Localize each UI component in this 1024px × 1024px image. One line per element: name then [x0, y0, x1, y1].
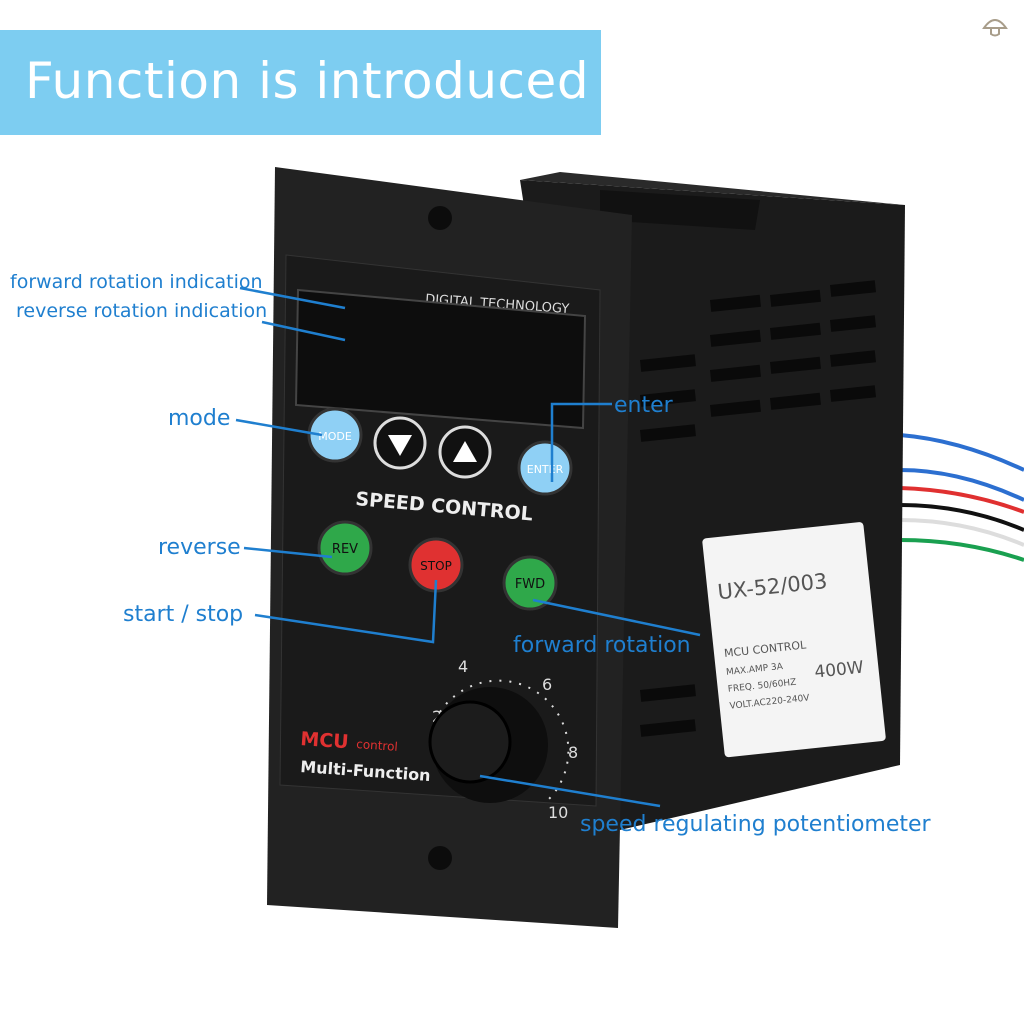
mode-button[interactable]: MODE — [307, 407, 363, 463]
annotation-lines — [235, 286, 701, 808]
svg-text:MODE: MODE — [318, 430, 352, 443]
annotation-mode: mode — [168, 406, 230, 431]
product-label: UX-52/003 MCU CONTROL MAX.AMP 3A FREQ. 5… — [702, 522, 886, 758]
mushroom-logo-icon — [982, 19, 1008, 37]
brand-mcu: MCU — [300, 728, 350, 753]
annotation-forward-rotation: forward rotation — [513, 633, 691, 658]
down-button[interactable] — [373, 416, 427, 470]
led-display — [294, 288, 587, 430]
stop-button[interactable]: STOP — [408, 537, 464, 593]
triangle-up-icon — [453, 441, 477, 462]
svg-text:4: 4 — [458, 657, 468, 676]
annotation-reverse: reverse — [158, 535, 241, 560]
mounting-hole — [428, 846, 452, 870]
rev-button[interactable]: REV — [317, 520, 373, 576]
triangle-down-icon — [388, 435, 412, 456]
svg-text:STOP: STOP — [420, 559, 452, 573]
title-banner: Function is introduced — [0, 30, 601, 135]
annotation-reverse-indication: reverse rotation indication — [16, 300, 267, 322]
fwd-button[interactable]: FWD — [502, 555, 558, 611]
svg-text:ENTER: ENTER — [527, 463, 564, 476]
brand-control: control — [356, 737, 398, 754]
annotation-potentiometer: speed regulating potentiometer — [580, 812, 932, 837]
svg-text:REV: REV — [332, 542, 358, 557]
enter-button[interactable]: ENTER — [517, 440, 573, 496]
svg-text:10: 10 — [548, 803, 568, 822]
svg-text:FWD: FWD — [515, 577, 545, 592]
svg-text:6: 6 — [542, 675, 552, 694]
annotation-enter: enter — [614, 393, 674, 418]
svg-text:8: 8 — [568, 743, 578, 762]
watermark-logo — [978, 14, 1012, 40]
annotation-start-stop: start / stop — [123, 602, 243, 627]
potentiometer-knob[interactable] — [428, 687, 548, 803]
svg-text:2: 2 — [432, 707, 442, 726]
banner-title: Function is introduced — [25, 52, 590, 110]
up-button[interactable] — [438, 425, 492, 479]
wires — [899, 433, 1024, 562]
annotation-forward-indication: forward rotation indication — [10, 271, 263, 293]
dial-scale: 2 4 6 8 10 — [432, 657, 578, 822]
mounting-hole — [428, 206, 452, 230]
